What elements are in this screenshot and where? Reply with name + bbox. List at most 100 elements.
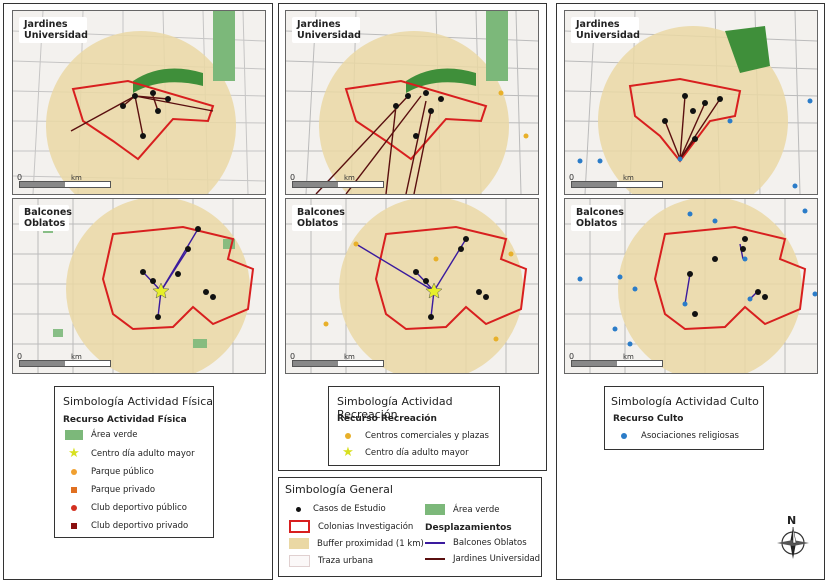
legend-item: Traza urbana: [289, 555, 373, 567]
legend-label: Traza urbana: [318, 556, 374, 566]
map-label: Balcones Oblatos: [571, 205, 624, 231]
north-arrow-icon: N: [775, 514, 811, 560]
legend-item: Buffer proximidad (1 km): [289, 538, 424, 549]
legend-title: Simbología Actividad Física: [63, 395, 214, 408]
green-area: [213, 11, 235, 81]
legend-item: Área verde: [65, 430, 138, 440]
map-label: Jardines Universidad: [292, 17, 361, 43]
park-private-icon: [71, 487, 77, 493]
map-jardines-fisica: Jardines Universidad 0 km: [12, 10, 266, 195]
map-balcones-recreacion: Balcones Oblatos 0 km: [285, 198, 539, 374]
scale-bar: [571, 181, 663, 188]
map-canvas: [565, 199, 817, 373]
legend-label: Club deportivo privado: [91, 521, 189, 531]
legend-item: Balcones Oblatos: [425, 538, 527, 548]
legend-item: Parque público: [65, 467, 154, 477]
buffer-zone: [339, 199, 523, 373]
scale-zero: 0: [290, 173, 296, 182]
map-label: Jardines Universidad: [571, 17, 640, 43]
green-area-swatch: [425, 504, 445, 515]
panel-actividad-fisica: Jardines Universidad 0 km: [3, 3, 273, 580]
legend-item: Asociaciones religiosas: [615, 431, 739, 441]
map-label: Balcones Oblatos: [292, 205, 345, 231]
legend-item: Centros comerciales y plazas: [339, 431, 489, 441]
legend-label: Asociaciones religiosas: [641, 431, 739, 441]
green-area-swatch: [65, 430, 83, 440]
map-balcones-culto: Balcones Oblatos 0 km: [564, 198, 818, 374]
map-jardines-culto: Jardines Universidad 0 km: [564, 10, 818, 195]
scale-bar: [19, 360, 111, 367]
scale-unit: km: [623, 353, 634, 361]
scale-unit: km: [344, 174, 355, 182]
legend-subtitle: Recurso Actividad Física: [63, 415, 187, 425]
legend-label: Casos de Estudio: [313, 504, 386, 514]
scale-unit: km: [344, 353, 355, 361]
legend-label: Buffer proximidad (1 km): [317, 538, 424, 549]
legend-item: Área verde: [425, 504, 500, 515]
star-icon: ★: [68, 446, 80, 461]
map-label: Balcones Oblatos: [19, 205, 72, 231]
scale-zero: 0: [290, 352, 296, 361]
map-canvas: [286, 199, 538, 373]
panel-actividad-culto: Jardines Universidad 0 km: [556, 3, 825, 580]
map-balcones-fisica: Balcones Oblatos 0 km: [12, 198, 266, 374]
balcones-line-swatch: [425, 542, 445, 544]
legend-label: Balcones Oblatos: [453, 538, 527, 548]
scale-bar: [292, 181, 384, 188]
club-public-icon: [71, 505, 77, 511]
colonia-outline: [653, 225, 807, 331]
displacement-title: Desplazamientos: [425, 523, 512, 533]
legend-title: Simbología General: [285, 483, 393, 496]
colonia-outline: [344, 79, 488, 161]
colonia-outline: [628, 77, 742, 163]
buffer-swatch: [289, 538, 309, 549]
legend-label: Área verde: [91, 430, 138, 440]
center-day-star: [152, 282, 170, 299]
scale-zero: 0: [17, 173, 23, 182]
map-canvas: [13, 11, 265, 194]
legend-actividad-fisica: Simbología Actividad Física Recurso Acti…: [54, 386, 214, 538]
star-icon: ★: [342, 445, 354, 460]
map-canvas: [286, 11, 538, 194]
scale-unit: km: [623, 174, 634, 182]
north-label: N: [787, 514, 797, 527]
map-canvas: [565, 11, 817, 194]
green-area: [406, 68, 476, 93]
legend-label: Parque público: [91, 467, 154, 477]
legend-item: Club deportivo privado: [65, 521, 188, 531]
compass-rose-icon: [777, 526, 809, 559]
park-public-icon: [71, 469, 77, 475]
legend-label: Centro día adulto mayor: [91, 449, 195, 459]
case-study-icon: [296, 506, 301, 512]
legend-item: ★ Centro día adulto mayor: [65, 446, 195, 461]
legend-item: Jardines Universidad: [425, 554, 540, 564]
club-private-icon: [71, 523, 77, 529]
legend-label: Colonias Investigación: [318, 521, 414, 532]
legend-general: Simbología General Casos de Estudio Colo…: [278, 477, 542, 577]
legend-title: Simbología Actividad Culto: [611, 395, 759, 408]
green-area: [133, 68, 203, 93]
legend-title: Simbología Actividad Recreación: [337, 395, 453, 421]
legend-subtitle: Recurso Recreación: [337, 414, 437, 424]
legend-item: Parque privado: [65, 485, 155, 495]
colonia-swatch: [289, 520, 310, 533]
center-day-star: [425, 282, 443, 299]
scale-zero: 0: [569, 352, 575, 361]
jardines-line-swatch: [425, 558, 445, 560]
scale-zero: 0: [17, 352, 23, 361]
commercial-icon: [345, 433, 351, 439]
buffer-zone: [618, 199, 802, 373]
buffer-zone: [46, 31, 236, 194]
scale-unit: km: [71, 353, 82, 361]
legend-label: Club deportivo público: [91, 503, 187, 513]
legend-item: Casos de Estudio: [289, 504, 386, 514]
scale-bar: [19, 181, 111, 188]
buffer-zone: [66, 199, 250, 373]
scale-zero: 0: [569, 173, 575, 182]
religious-assoc-icon: [621, 433, 627, 439]
buffer-zone: [319, 31, 509, 194]
map-jardines-recreacion: Jardines Universidad 0 km: [285, 10, 539, 195]
panel-actividad-recreacion: Jardines Universidad 0 km: [278, 3, 547, 471]
legend-item: Club deportivo público: [65, 503, 187, 513]
scale-unit: km: [71, 174, 82, 182]
